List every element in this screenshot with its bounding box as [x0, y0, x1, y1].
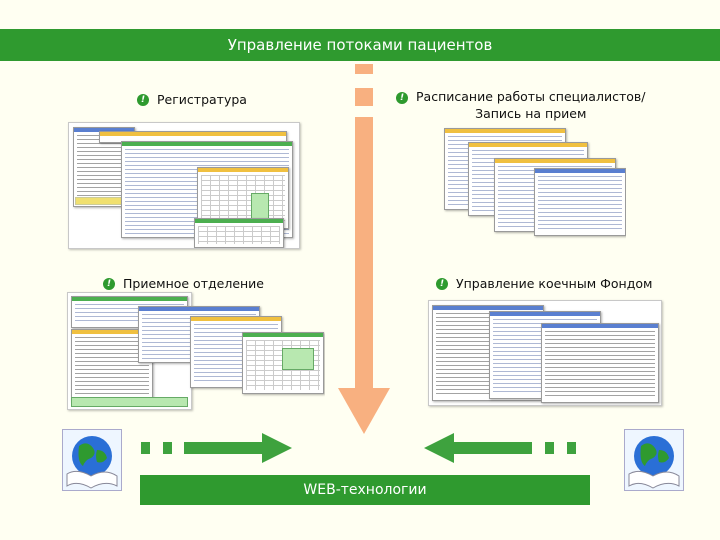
footer-banner: WEB-технологии [140, 475, 590, 505]
schedule-label: ! Расписание работы специалистов/ Запись… [396, 88, 686, 122]
info-bullet-icon: ! [396, 92, 408, 104]
footer-label: WEB-технологии [303, 482, 427, 498]
admission-label: ! Приемное отделение [103, 276, 264, 291]
globe-icon [62, 429, 122, 491]
info-bullet-icon: ! [436, 277, 448, 290]
globe-icon [624, 429, 684, 491]
schedule-screenshot [440, 122, 626, 240]
header-banner: Управление потоками пациентов [0, 29, 720, 61]
beds-screenshot [428, 300, 662, 406]
info-bullet-icon: ! [137, 93, 149, 106]
page-title: Управление потоками пациентов [227, 36, 493, 54]
registry-screenshot [68, 122, 300, 249]
registry-label: ! Регистратура [137, 92, 247, 107]
admission-windows [130, 302, 325, 402]
beds-label: ! Управление коечным Фондом [436, 276, 652, 291]
info-bullet-icon: ! [103, 277, 115, 290]
